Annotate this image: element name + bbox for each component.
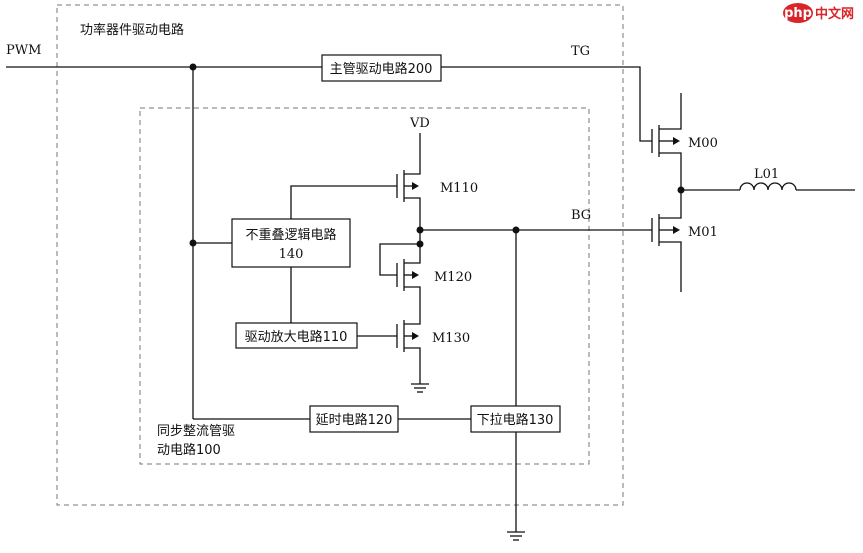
inductor-label: L01 <box>754 167 779 182</box>
tg-wire <box>441 66 652 142</box>
php-watermark-logo: php 中文网 <box>783 3 854 23</box>
non-overlap-logic-block <box>231 218 351 268</box>
delay-label: 延时电路120 <box>316 412 393 428</box>
m110-transistor <box>396 168 421 230</box>
ground-symbol-inner <box>411 383 429 393</box>
outer-block-title: 功率器件驱动电路 <box>80 22 184 38</box>
pulldown-label: 下拉电路130 <box>477 412 554 428</box>
m130-label: M130 <box>432 331 470 346</box>
bg-label: BG <box>571 208 591 223</box>
inner-block-title-line1: 同步整流管驱 <box>157 424 235 439</box>
m00-label: M00 <box>688 136 718 151</box>
tg-label: TG <box>571 44 590 59</box>
amp-label: 驱动放大电路110 <box>245 329 348 345</box>
main-driver-block <box>321 54 442 82</box>
m01-label: M01 <box>688 225 718 240</box>
pwm-label: PWM <box>6 43 41 58</box>
vd-label: VD <box>409 116 430 131</box>
inductor-coil <box>739 182 797 191</box>
m130-transistor <box>396 320 421 384</box>
non-overlap-label-line2: 140 <box>279 247 304 262</box>
m110-label: M110 <box>440 181 478 196</box>
sync-rectifier-boundary <box>139 107 590 465</box>
logic-to-m110-wire <box>290 185 397 219</box>
m01-transistor <box>651 190 682 292</box>
watermark-site-text: 中文网 <box>815 6 854 22</box>
watermark-php-text: php <box>784 6 812 21</box>
ground-symbol-outer <box>507 531 525 541</box>
pulldown-block <box>470 405 561 433</box>
main-driver-label: 主管驱动电路200 <box>330 61 433 77</box>
inner-block-title-line2: 动电路100 <box>157 442 221 458</box>
delay-block <box>309 405 399 433</box>
m120-transistor <box>379 230 424 323</box>
m120-label: M120 <box>434 270 472 285</box>
power-driver-boundary <box>56 4 624 506</box>
non-overlap-label-line1: 不重叠逻辑电路 <box>245 227 336 243</box>
m00-transistor <box>651 93 682 190</box>
